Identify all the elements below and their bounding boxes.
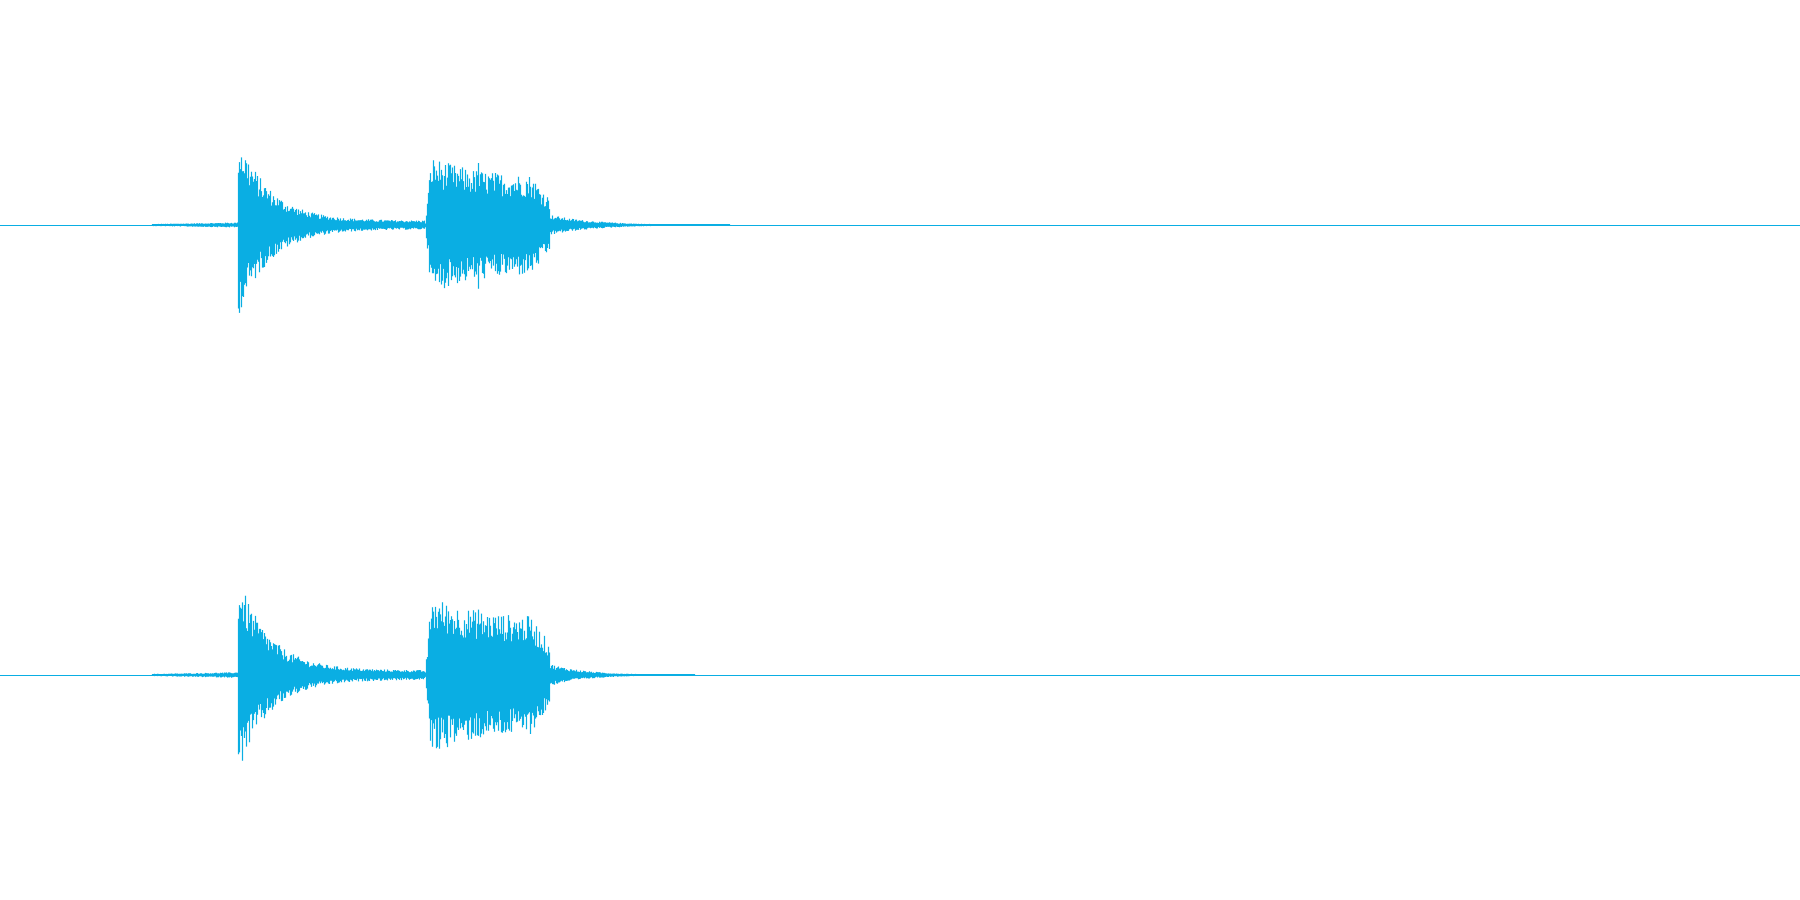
waveform-channel-2 — [0, 595, 1800, 761]
waveform-signal — [151, 595, 696, 761]
waveform-channel-1 — [0, 157, 1800, 313]
waveform-signal — [151, 157, 731, 313]
